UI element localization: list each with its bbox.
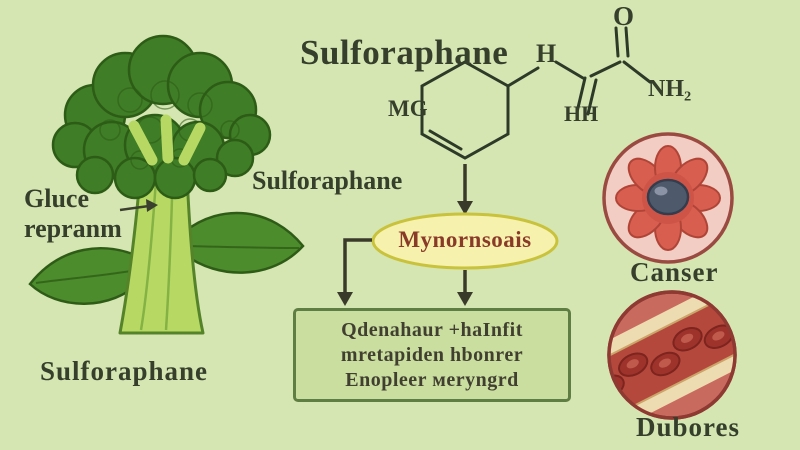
flow-arrow-right xyxy=(457,270,473,306)
effects-box: Qdenahaur +haInfit mretapiden hbonrer En… xyxy=(293,308,571,402)
cancer-label: Canser xyxy=(630,257,719,287)
broccoli-crown xyxy=(51,34,272,200)
glucoraphanin-pointer-arrow xyxy=(119,199,158,212)
h-atom-label: H xyxy=(536,39,557,68)
flow-arrow-left xyxy=(337,238,372,306)
glucoraphanin-label-line2: repranm xyxy=(24,214,122,243)
molecule-structure xyxy=(420,26,652,160)
broccoli-illustration xyxy=(28,34,305,335)
broccoli-caption: Sulforaphane xyxy=(40,356,209,386)
page-title: Sulforaphane xyxy=(300,33,509,72)
nh2-group-label: NH₂ xyxy=(648,76,692,102)
cancer-cell-nucleus xyxy=(646,178,690,216)
enzyme-oval-label: Mynornsoais xyxy=(398,227,532,252)
glucoraphanin-label: Gluce repranm xyxy=(24,184,122,244)
cancer-cell-illustration xyxy=(602,132,734,264)
effects-line-1: Qdenahaur +haInfit xyxy=(341,318,523,341)
broccoli-floret-stems xyxy=(128,114,206,166)
o-atom-label: O xyxy=(613,1,635,31)
glucoraphanin-label-line1: Gluce xyxy=(24,184,89,213)
flow-arrow-top xyxy=(457,164,473,215)
enzyme-oval xyxy=(371,212,559,270)
hh-atoms-label: HH xyxy=(564,101,599,126)
effects-line-3: Enopleer мeryngrd xyxy=(345,368,519,391)
mg-label: MG xyxy=(388,96,428,121)
effects-line-2: mretapiden hbonrer xyxy=(340,343,524,366)
broccoli-leaf-right xyxy=(180,211,305,274)
molecule-caption: Sulforaphane xyxy=(252,166,403,195)
vessel-label: Dubores xyxy=(636,412,741,442)
